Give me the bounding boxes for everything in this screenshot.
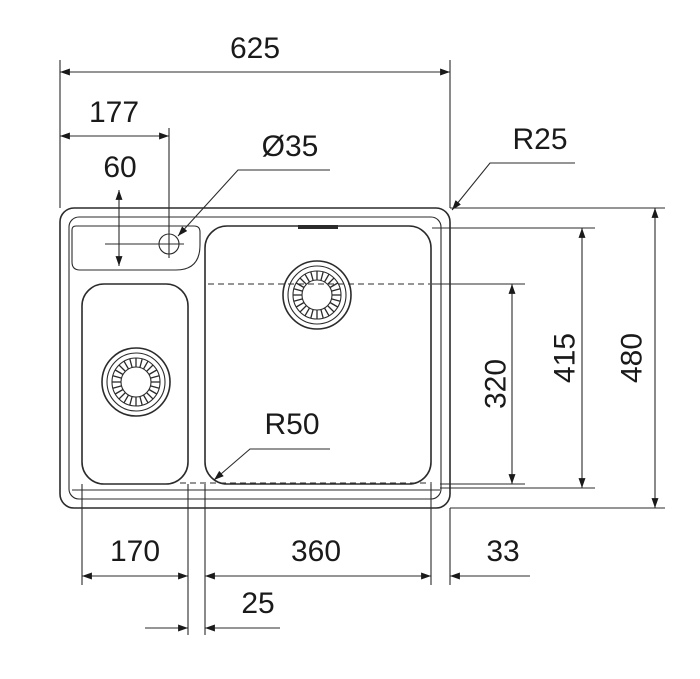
label-left-offset: 177 [89, 96, 139, 129]
large-bowl [204, 225, 432, 485]
label-height-overall: 480 [616, 333, 649, 383]
outer-rim [59, 207, 451, 509]
overflow-slot [298, 225, 338, 229]
sink-outline [59, 207, 451, 509]
small-bowl [81, 283, 189, 485]
tap-deck [71, 225, 201, 271]
leader-corner-radius [451, 162, 575, 211]
label-divider-width: 25 [241, 587, 274, 620]
drain-large-icon [282, 260, 352, 330]
label-tap-offset: 60 [103, 151, 136, 184]
label-bowl-radius: R50 [264, 408, 319, 441]
label-height-bowl: 415 [549, 333, 582, 383]
leader-tap-hole [177, 169, 330, 237]
label-corner-radius: R25 [512, 123, 567, 156]
drain-small-icon [101, 347, 171, 417]
label-overall-width: 625 [230, 32, 280, 65]
label-right-margin: 33 [486, 535, 519, 568]
tap-hole [155, 230, 184, 258]
inner-rim [68, 216, 442, 500]
label-small-bowl-width: 170 [110, 535, 160, 568]
leader-bowl-radius [213, 448, 330, 481]
label-large-bowl-width: 360 [291, 535, 341, 568]
label-tap-hole: Ø35 [262, 130, 319, 163]
label-height-inner: 320 [480, 359, 513, 409]
